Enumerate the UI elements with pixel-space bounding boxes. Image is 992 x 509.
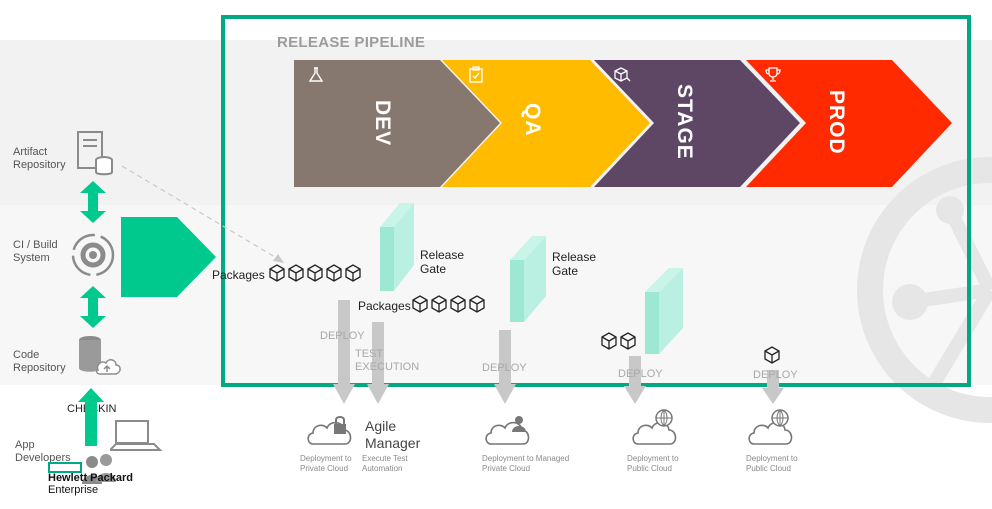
deploy-arrow-1	[333, 300, 355, 404]
deploy-label-4: DEPLOY	[753, 369, 798, 381]
app-developers-label: App Developers	[15, 439, 71, 464]
deploy-label-1: DEPLOY	[320, 330, 365, 342]
package-boxes-1	[269, 264, 361, 282]
stage-dev-label: DEV	[371, 100, 394, 147]
trophy-icon	[765, 67, 781, 82]
double-arrow-ci-code	[80, 286, 106, 328]
stage-chevrons	[294, 60, 952, 187]
stage-stage-label: STAGE	[673, 84, 696, 160]
public-cloud-globe-icon-1	[632, 409, 677, 445]
stage-stage-shape	[594, 60, 800, 187]
agile-caption: Execute Test Automation	[362, 454, 408, 473]
stage-dev-shape	[294, 60, 500, 187]
hpe-logo-line2: Enterprise	[48, 484, 99, 496]
clipboard-check-icon	[469, 66, 483, 83]
checkin-arrow	[78, 388, 104, 446]
cloud-caption-1: Deployment to Private Cloud	[300, 454, 352, 473]
packages-label-1: Packages	[212, 268, 265, 282]
stage-prod-shape	[746, 60, 952, 187]
deploy-label-2: DEPLOY	[482, 362, 527, 374]
hpe-logo-text: Hewlett Packard Enterprise	[48, 472, 133, 496]
managed-private-cloud-user-icon	[485, 416, 530, 445]
deploy-arrow-4	[762, 370, 784, 404]
release-gate-2	[510, 236, 546, 322]
test-execution-label: TEST EXECUTION	[355, 348, 420, 373]
stage-prod-label: PROD	[825, 90, 848, 155]
laptop-icon	[110, 420, 162, 451]
agile-manager-label: Agile Manager	[365, 418, 421, 451]
package-boxes-2	[412, 295, 485, 313]
deploy-label-3: DEPLOY	[618, 368, 663, 380]
pipeline-title: RELEASE PIPELINE	[277, 34, 426, 51]
stage-qa-label: QA	[521, 103, 544, 137]
hpe-logo-line1: Hewlett Packard	[48, 472, 133, 484]
stage-qa-shape	[442, 60, 650, 187]
deploy-arrow-3	[624, 356, 646, 404]
developers-people-icon	[82, 454, 116, 484]
flask-icon	[308, 67, 324, 82]
package-icon	[614, 67, 631, 82]
cloud-caption-4: Deployment to Public Cloud	[746, 454, 798, 473]
artifact-repository-label: Artifact Repository	[13, 146, 66, 171]
double-arrow-artifact-ci	[80, 181, 106, 223]
deploy-arrow-2	[494, 330, 516, 404]
test-execution-arrow	[367, 322, 389, 404]
package-boxes-3	[601, 332, 636, 350]
ci-to-pipeline-arrow	[121, 217, 216, 297]
code-repository-icon	[79, 336, 121, 375]
private-cloud-lock-icon	[307, 416, 352, 445]
release-pipeline-frame	[221, 15, 971, 387]
public-cloud-globe-icon-2	[748, 409, 793, 445]
ci-build-label: CI / Build System	[13, 239, 58, 264]
artifact-repository-icon	[77, 131, 113, 176]
hpe-logo-bar	[48, 462, 82, 473]
code-repository-label: Code Repository	[13, 349, 66, 374]
release-gate-2-label: Release Gate	[552, 250, 597, 278]
release-gate-1-label: Release Gate	[420, 248, 465, 276]
cloud-caption-2: Deployment to Managed Private Cloud	[482, 454, 570, 473]
package-boxes-4	[764, 346, 780, 364]
release-gate-3	[645, 268, 683, 354]
artifact-dashed-connector	[121, 165, 284, 263]
release-gate-1	[380, 203, 414, 291]
packages-label-2: Packages	[358, 299, 411, 313]
ci-build-gear-icon	[71, 233, 115, 277]
cloud-caption-3: Deployment to Public Cloud	[627, 454, 679, 473]
